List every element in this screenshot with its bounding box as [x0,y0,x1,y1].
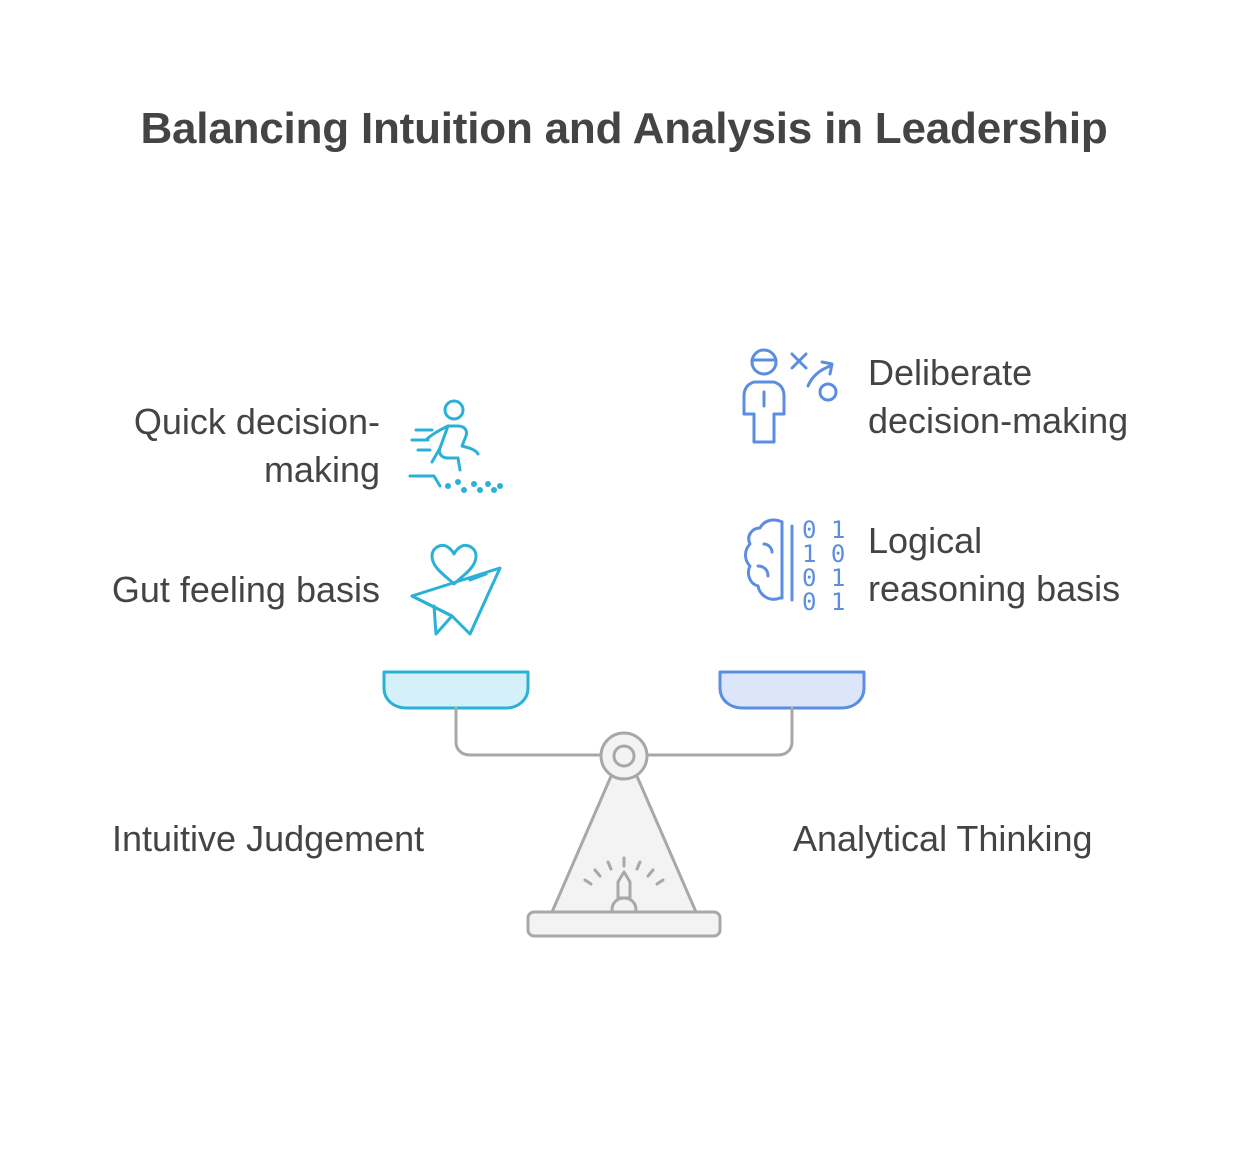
running-person-icon [408,399,503,493]
heart-paper-plane-icon [410,544,502,636]
right-pan [718,670,866,710]
svg-text:1 0: 1 0 [802,540,844,568]
logical-reasoning-label-line-1: Logical [868,520,983,561]
gut-feeling-label: Gut feeling basis [112,566,380,614]
svg-text:0 1: 0 1 [802,516,844,544]
binary-brain-icon: 0 1 1 0 0 1 0 1 [744,516,844,614]
strategist-person-icon [742,348,838,444]
analytical-thinking-heading: Analytical Thinking [793,818,1093,859]
quick-decision-label-line-2: making [263,449,380,490]
deliberate-decision-label-line-2: decision-making [868,400,1129,441]
left-pan [382,670,530,710]
quick-decision-label: Quick decision- making [134,398,380,494]
scale-pivot-inner [612,744,636,768]
logical-reasoning-label-line-2: reasoning basis [868,568,1121,609]
quick-decision-label-line-1: Quick decision- [133,401,380,442]
scale-beam [454,706,794,757]
scale-base [526,910,722,938]
gut-feeling-label-line-1: Gut feeling basis [111,569,380,610]
gauge-ticks [583,856,665,886]
intuitive-judgement-heading: Intuitive Judgement [112,818,425,859]
deliberate-decision-label-line-1: Deliberate [868,352,1033,393]
logical-reasoning-label: Logical reasoning basis [868,517,1120,613]
svg-text:0 1: 0 1 [802,588,844,614]
page-title: Balancing Intuition and Analysis in Lead… [140,104,1108,153]
deliberate-decision-label: Deliberate decision-making [868,349,1128,445]
svg-text:0 1: 0 1 [802,564,844,592]
